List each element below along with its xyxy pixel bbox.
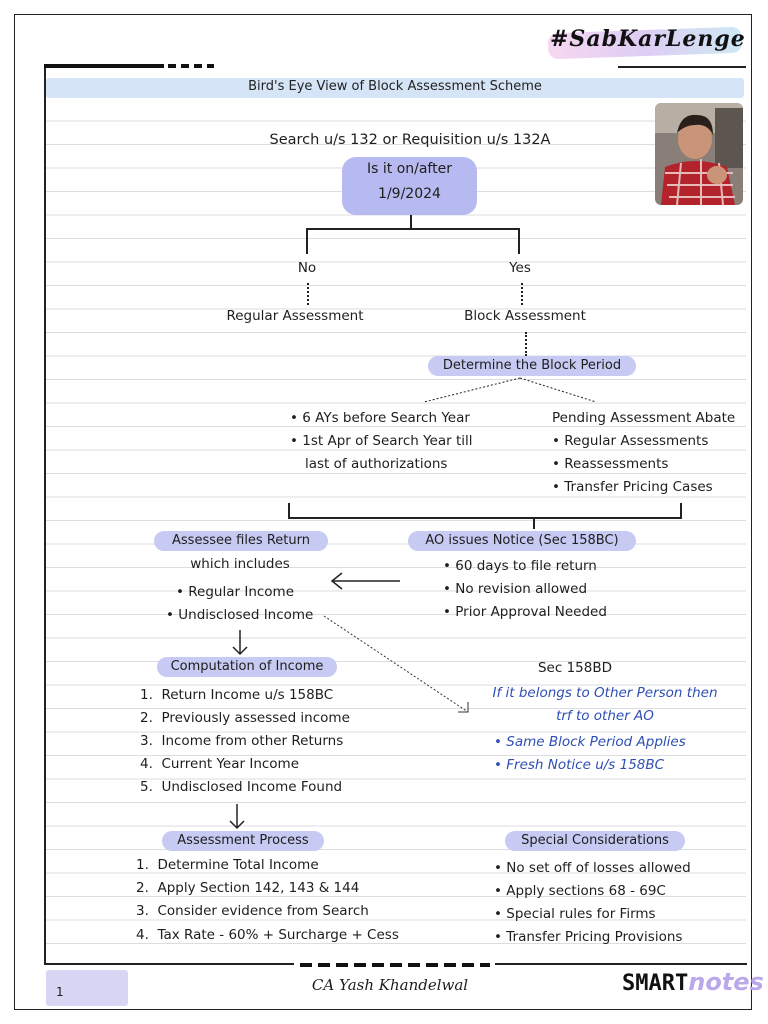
person-photo [655, 103, 743, 205]
left-arrow [330, 572, 400, 590]
down-arrow-1 [232, 630, 248, 656]
connector-down [410, 215, 412, 229]
computation-item-3: 3. Income from other Returns [140, 733, 344, 749]
top-left-stroke [44, 64, 164, 68]
computation-item-2: 2. Previously assessed income [140, 710, 350, 726]
top-left-dashes [168, 64, 214, 68]
ao-item-1: • 60 days to file return [443, 558, 597, 574]
brand-logo-part-a: SMART [622, 971, 689, 996]
assessee-files-return-pill: Assessee files Return [154, 531, 328, 551]
other-person-line-2: trf to other AO [556, 708, 654, 724]
other-person-item-1: • Same Block Period Applies [494, 734, 686, 750]
decision-bubble: Is it on/after 1/9/2024 [342, 157, 477, 215]
branch-right [518, 228, 520, 254]
page-number: 1 [56, 985, 64, 999]
special-item-1: • No set off of losses allowed [494, 860, 691, 876]
block-period-split [423, 377, 597, 403]
special-item-3: • Special rules for Firms [494, 906, 656, 922]
special-item-4: • Transfer Pricing Provisions [494, 929, 683, 945]
block-assessment: Block Assessment [464, 308, 586, 324]
block-period-item-2: • 1st Apr of Search Year till [290, 433, 473, 449]
which-includes: which includes [190, 556, 290, 572]
decision-line-2: 1/9/2024 [378, 186, 441, 202]
no-dotted-connector [307, 283, 309, 305]
process-item-2: 2. Apply Section 142, 143 & 144 [136, 880, 360, 896]
special-considerations-pill: Special Considerations [505, 831, 685, 851]
pending-item-3: • Transfer Pricing Cases [552, 479, 713, 495]
page-title: Bird's Eye View of Block Assessment Sche… [248, 79, 542, 94]
decision-line-1: Is it on/after [367, 161, 452, 177]
branch-no-label: No [297, 260, 317, 276]
dotted-arrow-to-158bd [323, 615, 469, 713]
pending-item-2: • Reassessments [552, 456, 669, 472]
bottom-line-left [44, 963, 294, 965]
computation-item-1: 1. Return Income u/s 158BC [140, 687, 334, 703]
hashtag-underline [618, 66, 746, 68]
merge-bar [288, 517, 682, 519]
block-period-item-1: • 6 AYs before Search Year [290, 410, 470, 426]
title-band [46, 78, 744, 98]
return-item-2: • Undisclosed Income [166, 607, 314, 623]
hashtag: #SabKarLenge [550, 26, 746, 52]
ao-item-2: • No revision allowed [443, 581, 588, 597]
special-item-2: • Apply sections 68 - 69C [494, 883, 666, 899]
merge-left [288, 503, 290, 518]
merge-right [680, 503, 682, 518]
block-period-item-2-cont: last of authorizations [305, 456, 448, 472]
other-person-item-2: • Fresh Notice u/s 158BC [494, 757, 665, 773]
pending-heading: Pending Assessment Abate [552, 410, 736, 426]
sec-158bd: Sec 158BD [537, 660, 612, 676]
ao-item-3: • Prior Approval Needed [443, 604, 607, 620]
process-item-3: 3. Consider evidence from Search [136, 903, 369, 919]
computation-item-5: 5. Undisclosed Income Found [140, 779, 343, 795]
bottom-line-right [495, 963, 747, 965]
other-person-line-1: If it belongs to Other Person then [492, 685, 718, 701]
down-arrow-2 [229, 804, 245, 830]
merge-down [533, 517, 535, 529]
bottom-dashes [300, 963, 490, 967]
branch-bar [306, 228, 520, 230]
branch-yes-label: Yes [509, 260, 531, 276]
branch-left [306, 228, 308, 254]
notebook-left-edge [44, 64, 46, 964]
yes-dotted-connector [521, 283, 523, 305]
brand-logo-part-b: notes [688, 968, 764, 996]
process-item-4: 4. Tax Rate - 60% + Surcharge + Cess [136, 927, 399, 943]
ao-notice-pill: AO issues Notice (Sec 158BC) [408, 531, 636, 551]
page-border [14, 14, 752, 1010]
page-number-band [46, 970, 128, 1006]
computation-item-4: 4. Current Year Income [140, 756, 300, 772]
determine-block-period-pill: Determine the Block Period [428, 356, 636, 376]
regular-assessment: Regular Assessment [226, 308, 364, 324]
brand-logo: SMARTnotes [622, 968, 764, 996]
assessment-process-pill: Assessment Process [162, 831, 324, 851]
computation-pill: Computation of Income [157, 657, 337, 677]
search-heading: Search u/s 132 or Requisition u/s 132A [269, 132, 551, 148]
pending-item-1: • Regular Assessments [552, 433, 709, 449]
author: CA Yash Khandelwal [311, 976, 469, 994]
block-dotted-connector [525, 332, 527, 356]
return-item-1: • Regular Income [176, 584, 295, 600]
process-item-1: 1. Determine Total Income [136, 857, 319, 873]
